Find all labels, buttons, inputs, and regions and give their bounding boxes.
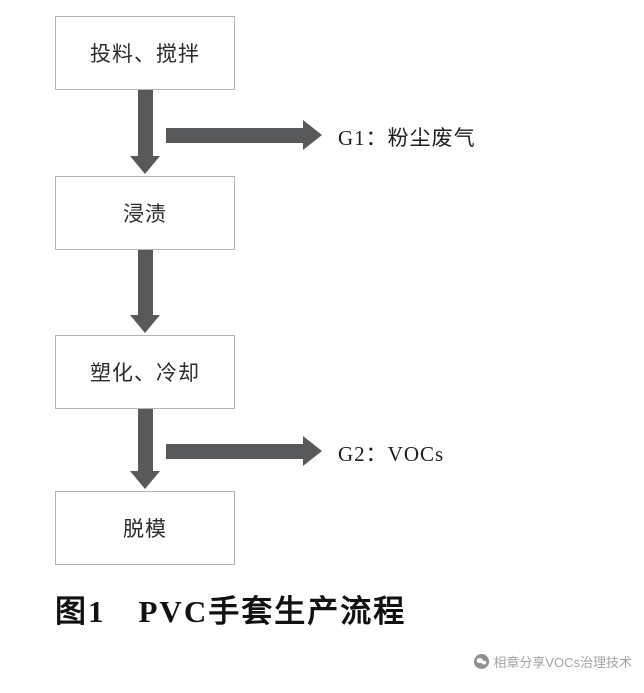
arrow-head-icon (130, 471, 160, 489)
arrow-head-icon (303, 436, 322, 466)
flow-box-label: 塑化、冷却 (90, 361, 200, 385)
branch-arrow-g1 (166, 120, 322, 150)
figure-caption: 图1 PVC手套生产流程 (55, 594, 407, 629)
branch-label-g1: G1：粉尘废气 (338, 126, 476, 150)
down-arrow-2 (130, 250, 160, 333)
flow-box-label: 投料、搅拌 (90, 42, 200, 66)
flow-box-label: 浸渍 (123, 202, 167, 226)
flow-box-label: 脱模 (123, 517, 167, 541)
arrow-shaft (137, 250, 153, 315)
arrow-head-icon (130, 315, 160, 333)
arrow-shaft (166, 443, 303, 459)
arrow-shaft (137, 90, 153, 156)
flow-box-dipping: 浸渍 (55, 176, 235, 250)
arrow-head-icon (303, 120, 322, 150)
flow-box-plasticizing-cooling: 塑化、冷却 (55, 335, 235, 409)
arrow-shaft (166, 127, 303, 143)
flow-box-feeding-mixing: 投料、搅拌 (55, 16, 235, 90)
down-arrow-3 (130, 409, 160, 489)
watermark-text: 相章分享VOCs治理技术 (493, 655, 632, 670)
arrow-shaft (137, 409, 153, 471)
down-arrow-1 (130, 90, 160, 174)
arrow-head-icon (130, 156, 160, 174)
flow-box-demolding: 脱模 (55, 491, 235, 565)
branch-label-g2: G2：VOCs (338, 442, 445, 466)
wechat-icon (474, 654, 490, 669)
watermark: 相章分享VOCs治理技术 (474, 652, 632, 671)
branch-arrow-g2 (166, 436, 322, 466)
